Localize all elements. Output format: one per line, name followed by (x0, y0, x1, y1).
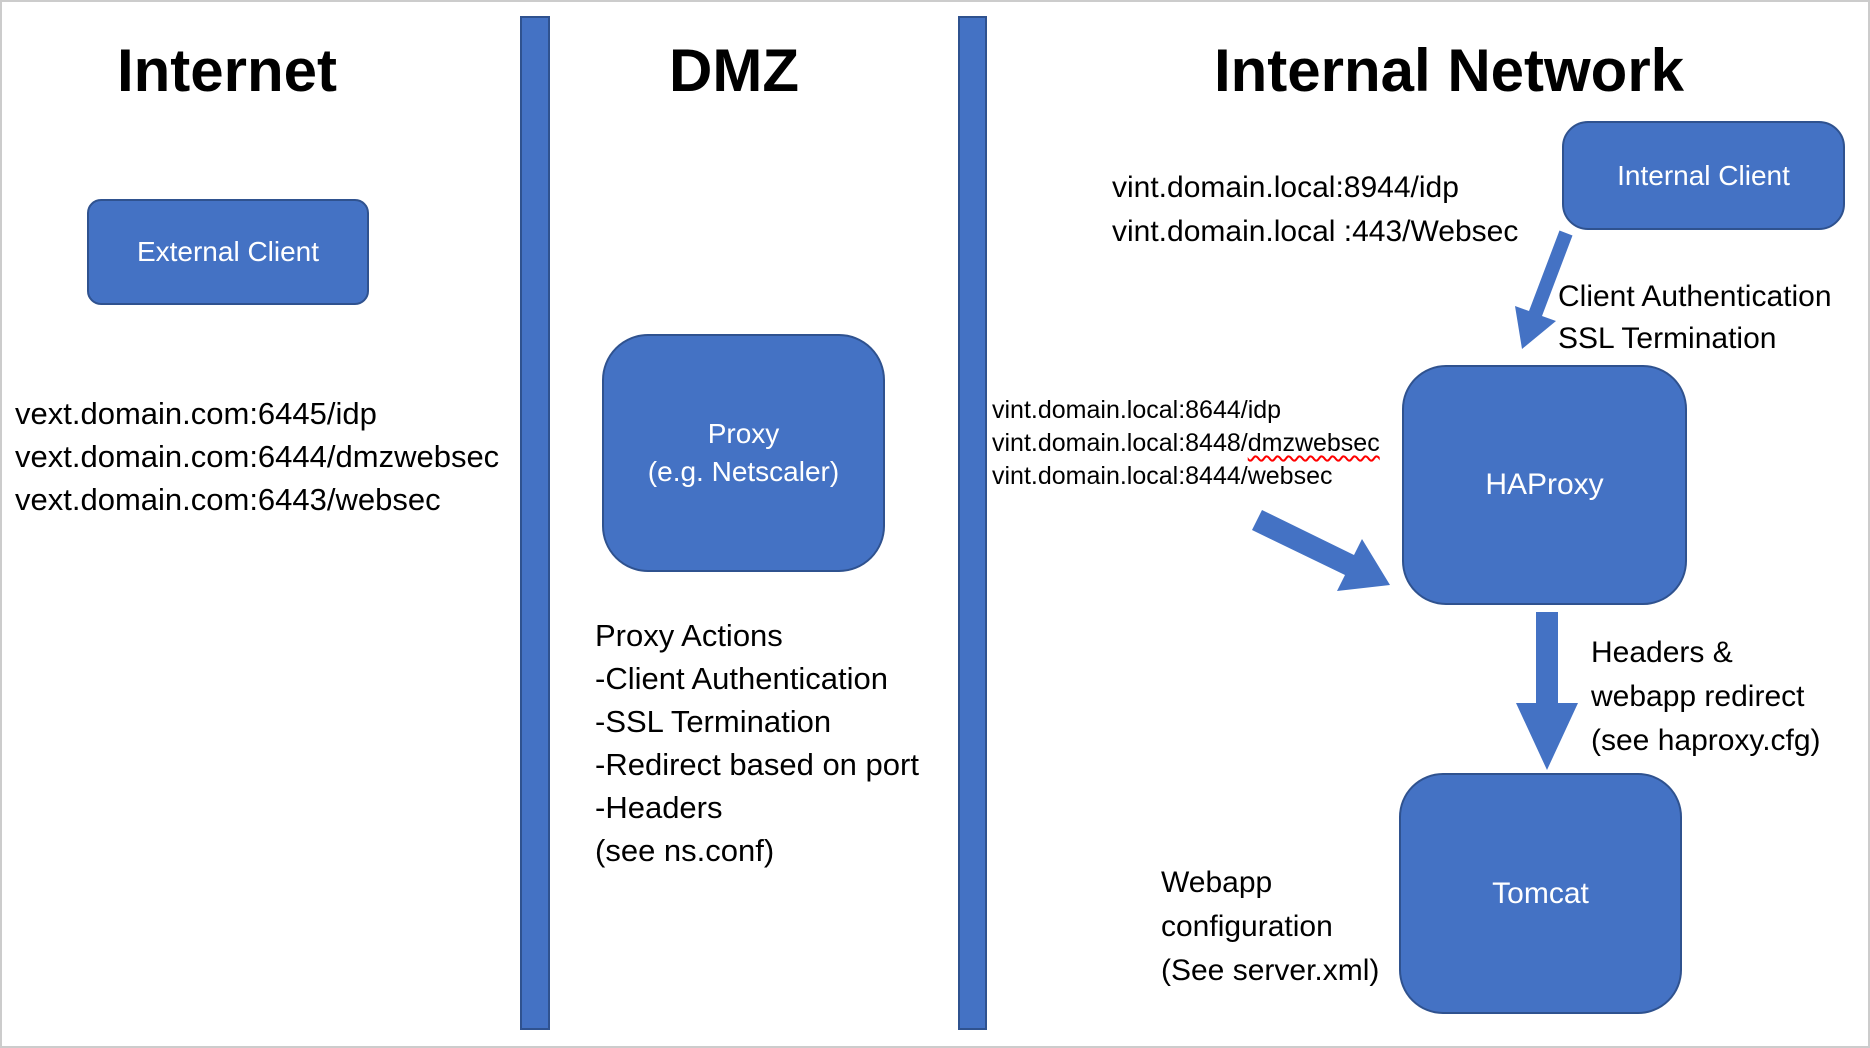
endpoint-line: vint.domain.local:8448/dmzwebsec (992, 427, 1380, 460)
internal-client-endpoints-text: vint.domain.local:8944/idp vint.domain.l… (1112, 166, 1518, 254)
proxy-actions-line: Proxy Actions (595, 618, 783, 653)
endpoint-line: vext.domain.com:6443/websec (15, 482, 441, 517)
haproxy-to-tomcat-arrow (1516, 612, 1578, 770)
endpoint-line: vint.domain.local:8944/idp (1112, 171, 1459, 204)
node-label: Proxy (707, 418, 780, 449)
node-label: Internal Client (1617, 159, 1790, 191)
endpoint-line: vint.domain.local:8644/idp (992, 396, 1282, 424)
internal-client-arrow-label: Client Authentication SSL Termination (1558, 276, 1832, 360)
haproxy-tomcat-arrow-label: Headers & webapp redirect (see haproxy.c… (1591, 631, 1821, 763)
tomcat-config-text: Webapp configuration (See server.xml) (1161, 861, 1379, 993)
proxy-actions-line: -SSL Termination (595, 704, 832, 739)
proxy-actions-line: -Redirect based on port (595, 747, 919, 782)
zone-title-internet: Internet (116, 37, 338, 104)
proxy-actions-line: -Headers (595, 790, 723, 825)
haproxy-endpoints-text: vint.domain.local:8644/idp vint.domain.l… (992, 394, 1380, 493)
endpoint-line-prefix: vint.domain.local:8448/ (992, 429, 1248, 457)
config-line: (See server.xml) (1161, 954, 1380, 987)
node-tomcat: Tomcat (1399, 773, 1682, 1014)
node-label: Tomcat (1492, 876, 1589, 910)
node-external-client: External Client (87, 199, 369, 305)
arrow-label-line: SSL Termination (1558, 322, 1777, 355)
arrow-label-line: Client Authentication (1558, 280, 1832, 313)
node-label: HAProxy (1485, 468, 1604, 501)
arrow-label-line: webapp redirect (1591, 680, 1805, 713)
node-haproxy: HAProxy (1402, 365, 1687, 605)
arrow-label-line: (see haproxy.cfg) (1591, 724, 1821, 757)
endpoints-to-haproxy-arrow (1252, 510, 1390, 591)
external-endpoints-text: vext.domain.com:6445/idp vext.domain.com… (15, 392, 499, 521)
node-internal-client: Internal Client (1562, 121, 1845, 230)
config-line: Webapp (1161, 866, 1273, 899)
zone-divider-internet-dmz (520, 16, 550, 1030)
zone-divider-dmz-internal (958, 16, 987, 1030)
zone-title-dmz: DMZ (669, 37, 799, 104)
endpoint-line: vext.domain.com:6445/idp (15, 396, 377, 431)
proxy-actions-text: Proxy Actions -Client Authentication -SS… (595, 614, 919, 872)
arrow-label-line: Headers & (1591, 636, 1733, 669)
misspelled-word: dmzwebsec (1247, 429, 1380, 457)
config-line: configuration (1161, 910, 1333, 943)
internal-client-to-haproxy-arrow (1515, 230, 1573, 349)
endpoint-line: vint.domain.local:8444/websec (992, 462, 1333, 490)
node-sublabel: (e.g. Netscaler) (647, 456, 840, 487)
proxy-actions-line: (see ns.conf) (595, 833, 775, 868)
endpoint-line: vint.domain.local :443/Websec (1112, 215, 1519, 248)
zone-title-internal-network: Internal Network (1213, 37, 1685, 104)
node-label: External Client (136, 236, 320, 267)
endpoint-line: vext.domain.com:6444/dmzwebsec (15, 439, 500, 474)
proxy-actions-line: -Client Authentication (595, 661, 888, 696)
node-proxy: Proxy (e.g. Netscaler) (602, 334, 885, 572)
